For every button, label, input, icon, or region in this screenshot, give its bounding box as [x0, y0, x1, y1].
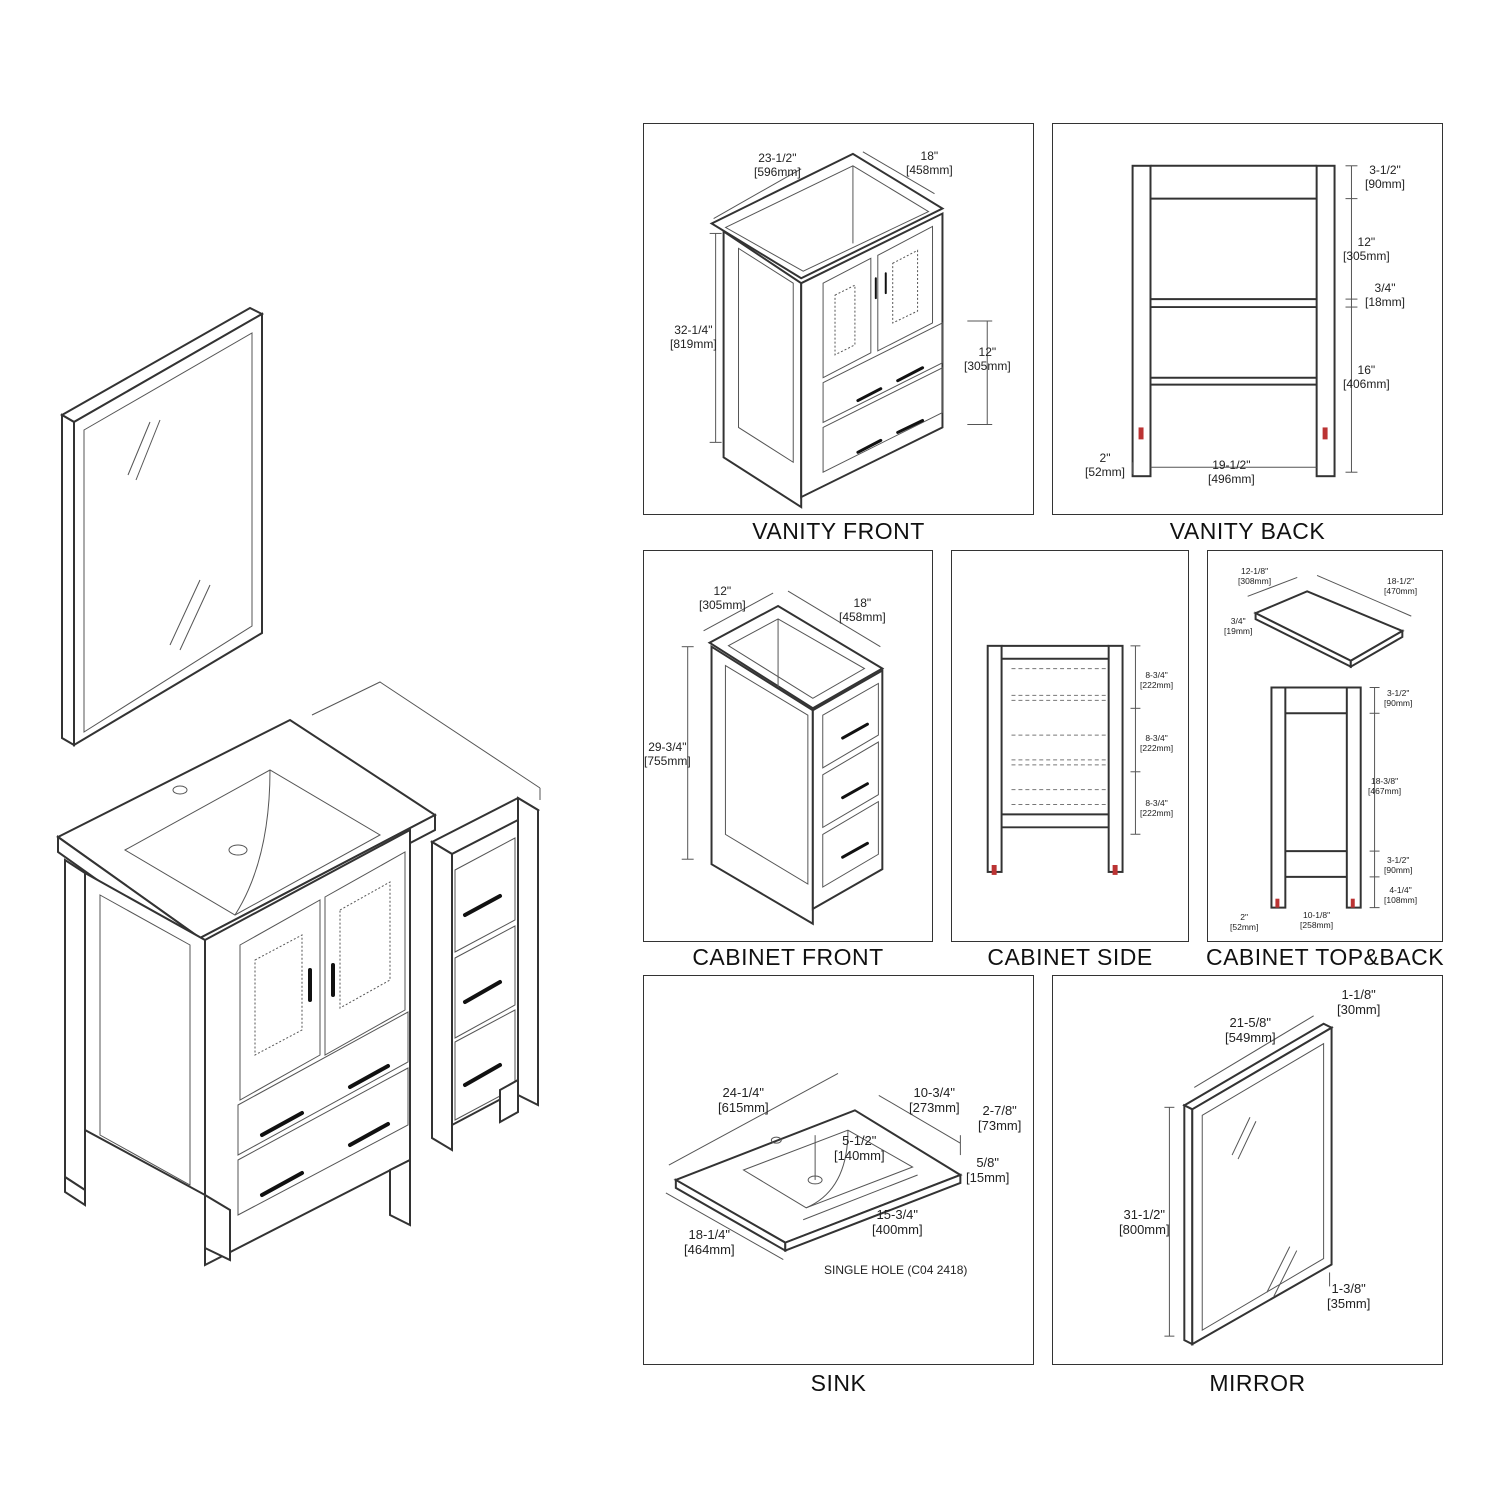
dim-back-inner: 10-1/8"[258mm] [1300, 910, 1334, 930]
panel-cabinet-top-back: 12-1/8"[308mm] 18-1/2"[470mm] 3/4"[19mm]… [1207, 550, 1443, 942]
sink-drawing [665, 1073, 963, 1260]
dim-shelf-1: 8-3/4"[222mm] [1140, 670, 1174, 690]
dim-back-top: 3-1/2"[90mm] [1384, 688, 1413, 708]
sink-model-note: SINGLE HOLE (C04 2418) [824, 1263, 968, 1277]
dim-bowl: 15-3/4"[400mm] [872, 1207, 923, 1237]
dim-back-leg: 4-1/4"[108mm] [1384, 885, 1418, 905]
dim-width: 21-5/8"[549mm] [1225, 1015, 1276, 1045]
cabinet-side-drawing [986, 644, 1141, 875]
caption-cabinet-front: CABINET FRONT [692, 944, 884, 970]
mirror-drawing-detail [1164, 1015, 1334, 1346]
panel-cabinet-side: 8-3/4"[222mm] 8-3/4"[222mm] 8-3/4"[222mm… [951, 550, 1189, 942]
caption-sink: SINK [810, 1370, 867, 1396]
panel-vanity-back: 3-1/2"[90mm] 12"[305mm] 3/4"[18mm] 16"[4… [1052, 123, 1443, 515]
dim-thickness: 2-7/8"[73mm] [978, 1103, 1022, 1133]
caption-cabinet-side: CABINET SIDE [987, 944, 1153, 970]
dim-back-low: 3-1/2"[90mm] [1384, 855, 1413, 875]
dim-height: 29-3/4"[755mm] [644, 740, 691, 768]
vanity-back-drawing [1131, 164, 1358, 478]
panel-cabinet-front: 12"[305mm] 18"[458mm] 29-3/4"[755mm] [643, 550, 933, 942]
dim-top-depth: 18-1/2"[470mm] [1384, 576, 1418, 596]
dim-back-mid: 18-3/8"[467mm] [1368, 776, 1402, 796]
side-cabinet-ghost [311, 681, 541, 800]
dim-top-thickness: 3/4"[19mm] [1224, 616, 1253, 636]
dim-width: 12"[305mm] [699, 584, 746, 612]
dim-height: 32-1/4"[819mm] [670, 323, 717, 351]
dim-depth: 18"[458mm] [906, 149, 953, 177]
dim-depth: 18-1/4"[464mm] [684, 1227, 735, 1257]
mirror-drawing [59, 306, 265, 747]
dim-height: 31-1/2"[800mm] [1119, 1207, 1170, 1237]
dim-width: 23-1/2"[596mm] [754, 151, 801, 179]
dim-bowl-depth: 5-1/2"[140mm] [834, 1133, 885, 1163]
dim-width: 24-1/4"[615mm] [718, 1085, 769, 1115]
vanity-front-drawing [709, 151, 993, 509]
panel-sink: 24-1/4"[615mm] 10-3/4"[273mm] 2-7/8"[73m… [643, 975, 1034, 1365]
main-isometric-view [40, 290, 560, 1270]
vanity-body [64, 828, 411, 1267]
caption-vanity-back: VANITY BACK [1169, 518, 1326, 544]
dim-top-width: 12-1/8"[308mm] [1238, 566, 1272, 586]
dim-upper: 12"[305mm] [1343, 235, 1390, 263]
caption-vanity-front: VANITY FRONT [752, 518, 925, 544]
dim-inner: 19-1/2"[496mm] [1208, 458, 1255, 486]
dim-thickness: 1-1/8"[30mm] [1337, 987, 1381, 1017]
dim-back-leg-width: 2"[52mm] [1230, 912, 1259, 932]
dim-lower: 16"[406mm] [1343, 363, 1390, 391]
dim-depth: 18"[458mm] [839, 596, 886, 624]
dim-shelf: 3/4"[18mm] [1365, 281, 1406, 309]
dim-top: 3-1/2"[90mm] [1365, 163, 1406, 191]
dim-shelf-2: 8-3/4"[222mm] [1140, 733, 1174, 753]
panel-mirror: 1-1/8"[30mm] 21-5/8"[549mm] 31-1/2"[800m… [1052, 975, 1443, 1365]
side-cabinet [429, 796, 541, 1152]
cabinet-top-back-drawing [1247, 575, 1412, 909]
cabinet-front-drawing [681, 590, 885, 926]
dim-shelf-3: 8-3/4"[222mm] [1140, 798, 1174, 818]
vanity-set-drawing [56, 306, 541, 1267]
dim-frame: 1-3/8"[35mm] [1327, 1281, 1371, 1311]
panel-vanity-front: 23-1/2"[596mm] 18"[458mm] 32-1/4"[819mm]… [643, 123, 1034, 515]
caption-cabinet-top-back: CABINET TOP&BACK [1205, 944, 1445, 970]
dim-leg: 2"[52mm] [1085, 451, 1126, 479]
caption-mirror: MIRROR [1209, 1370, 1306, 1396]
dim-lip: 5/8"[15mm] [966, 1155, 1010, 1185]
dim-side: 10-3/4"[273mm] [909, 1085, 960, 1115]
dim-drawer: 12"[305mm] [964, 345, 1011, 373]
